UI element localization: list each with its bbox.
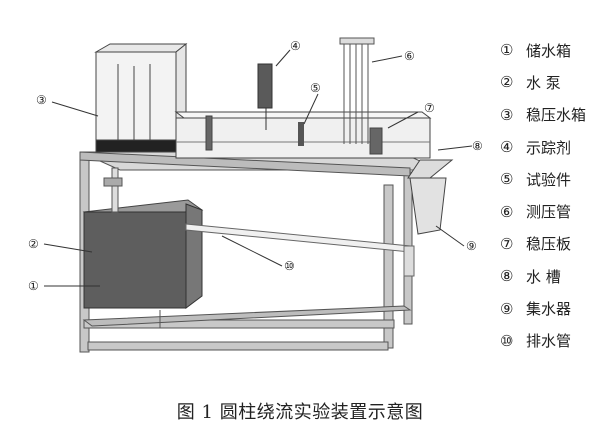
callout-7: ⑦ [424, 101, 435, 115]
legend-label: 试验件 [526, 170, 572, 189]
legend-marker: ① [500, 41, 514, 60]
legend-label: 储水箱 [526, 41, 572, 60]
legend-label: 集水器 [526, 300, 572, 319]
callout-6: ⑥ [404, 49, 415, 63]
legend-label: 水 泵 [526, 73, 561, 92]
legend-item: ③ 稳压水箱 [500, 99, 600, 131]
legend-label: 测压管 [526, 203, 572, 222]
piezometer-tubes [339, 37, 375, 144]
legend-label: 排水管 [526, 332, 572, 351]
callout-4: ④ [290, 39, 301, 53]
legend-item: ⑩ 排水管 [500, 325, 600, 357]
legend-item: ⑦ 稳压板 [500, 228, 600, 260]
legend-marker: ⑨ [500, 299, 514, 318]
legend-label: 水 槽 [526, 267, 561, 286]
callout-10: ⑩ [284, 259, 295, 273]
callout-1: ① [28, 279, 39, 293]
legend-label: 示踪剂 [526, 138, 572, 157]
callout-3: ③ [36, 93, 47, 107]
legend-item: ⑥ 测压管 [500, 195, 600, 227]
legend-marker: ⑦ [500, 234, 514, 253]
callout-5: ⑤ [310, 81, 321, 95]
leader-lines [43, 49, 473, 287]
test-piece [298, 122, 304, 146]
callout-8: ⑧ [472, 139, 483, 153]
legend-item: ② 水 泵 [500, 66, 600, 98]
legend-label: 稳压板 [526, 235, 572, 254]
collector [409, 177, 447, 235]
table-frame [79, 151, 441, 353]
tracer [257, 63, 273, 130]
legend-marker: ⑤ [500, 170, 514, 189]
legend-item: ⑧ 水 槽 [500, 260, 600, 292]
callout-labels: ① ② ③ ④ ⑤ ⑥ ⑦ ⑧ ⑨ ⑩ [28, 39, 483, 293]
figure-caption: 图 1 圆柱绕流实验装置示意图 [176, 402, 424, 423]
callout-2: ② [28, 237, 39, 251]
legend-item: ① 储水箱 [500, 34, 600, 66]
legend-marker: ⑥ [500, 202, 514, 221]
legend-marker: ⑧ [500, 267, 514, 286]
legend-item: ⑤ 试验件 [500, 163, 600, 195]
legend-item: ④ 示踪剂 [500, 131, 600, 163]
legend-marker: ② [500, 73, 514, 92]
pump-pipe [103, 167, 123, 213]
drain-pipe [185, 223, 415, 277]
callout-9: ⑨ [466, 239, 477, 253]
legend-item: ⑨ 集水器 [500, 292, 600, 324]
legend-marker: ③ [500, 105, 514, 124]
head-tank [94, 42, 188, 153]
legend-marker: ④ [500, 138, 514, 157]
legend-label: 稳压水箱 [526, 106, 587, 125]
legend: ① 储水箱 ② 水 泵 ③ 稳压水箱 ④ 示踪剂 ⑤ 试验件 ⑥ 测压管 ⑦ 稳压板 ⑧ 水 槽… [500, 34, 600, 357]
storage-tank [82, 199, 204, 309]
legend-marker: ⑩ [500, 331, 514, 350]
